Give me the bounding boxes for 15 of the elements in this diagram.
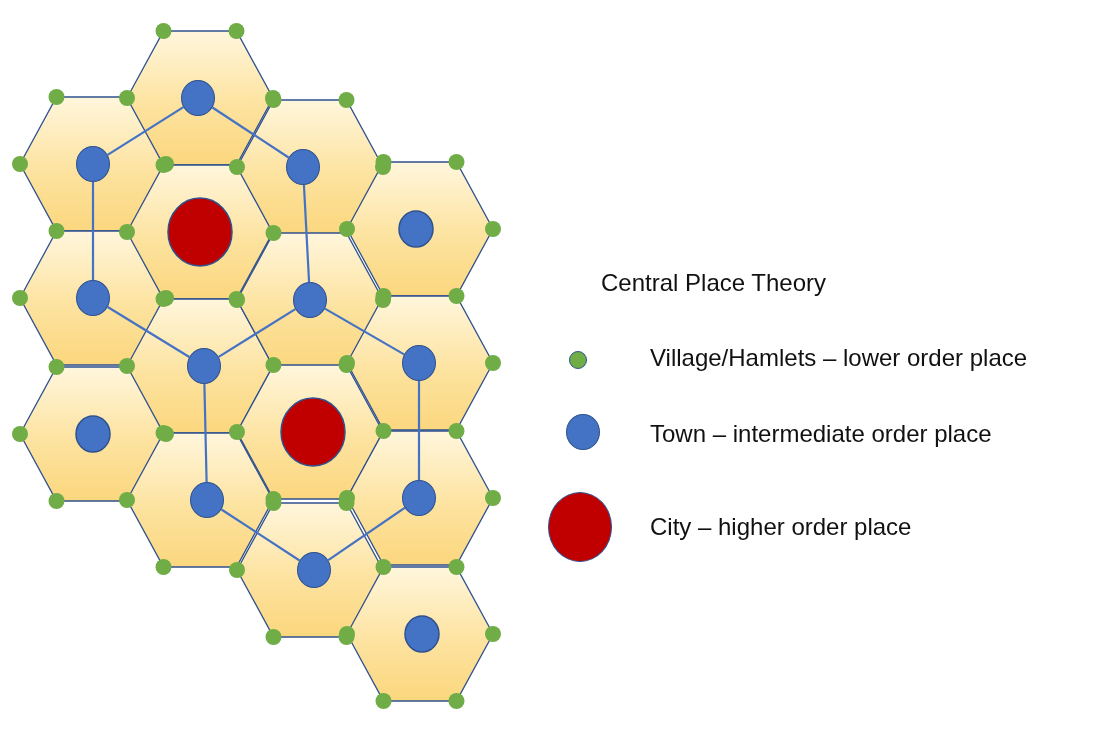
connecting-line bbox=[107, 106, 184, 156]
connecting-line bbox=[220, 508, 301, 562]
connecting-line bbox=[417, 381, 421, 480]
connecting-line bbox=[211, 106, 290, 159]
connecting-line bbox=[218, 308, 296, 358]
connecting-line bbox=[327, 506, 406, 562]
legend-text: Town – intermediate order place bbox=[650, 419, 992, 449]
connecting-line bbox=[91, 182, 95, 280]
title: Central Place Theory bbox=[601, 268, 826, 298]
legend-text: City – higher order place bbox=[650, 512, 912, 542]
connecting-line bbox=[302, 184, 311, 283]
connecting-line bbox=[107, 306, 190, 358]
connecting-line bbox=[324, 307, 405, 356]
legend-text: Village/Hamlets – lower order place bbox=[650, 343, 1028, 373]
connecting-line bbox=[203, 383, 208, 483]
